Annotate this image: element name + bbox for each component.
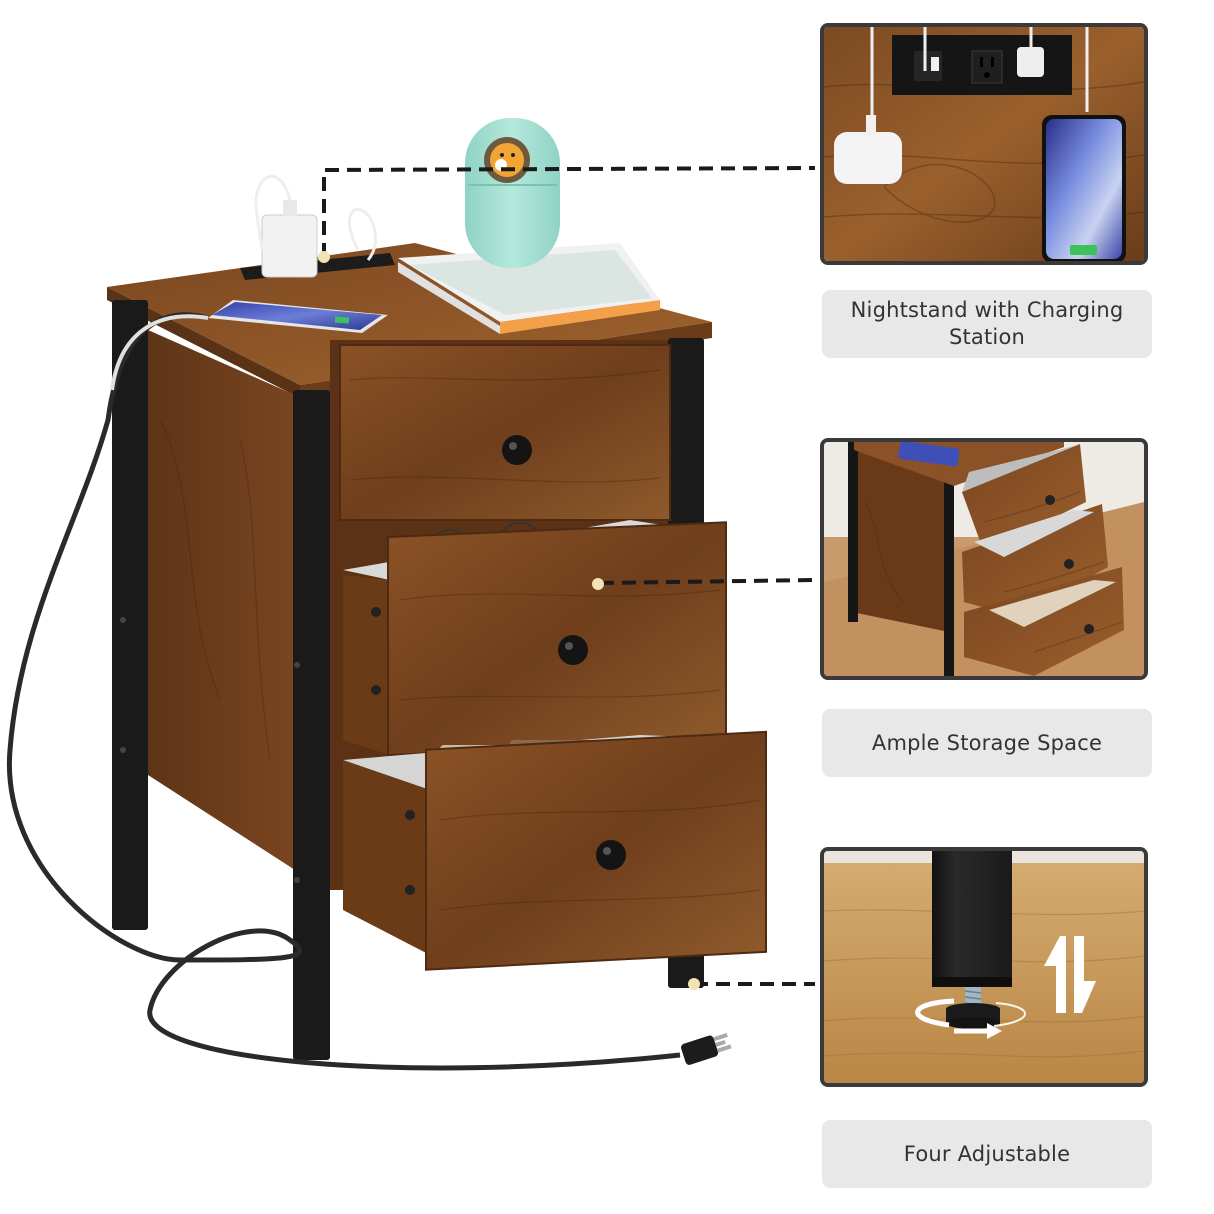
caption-storage: Ample Storage Space xyxy=(822,709,1152,777)
caption-adjustable-feet: Four Adjustable xyxy=(822,1120,1152,1188)
storage-panel xyxy=(820,438,1148,680)
marker-dot-charging xyxy=(318,251,330,263)
main-product-image xyxy=(0,100,800,1100)
marker-dot-storage xyxy=(592,578,604,590)
adjustable-feet-panel xyxy=(820,847,1148,1087)
caption-charging-station: Nightstand with Charging Station xyxy=(822,290,1152,358)
marker-dot-feet xyxy=(688,978,700,990)
charging-station-panel xyxy=(820,23,1148,265)
